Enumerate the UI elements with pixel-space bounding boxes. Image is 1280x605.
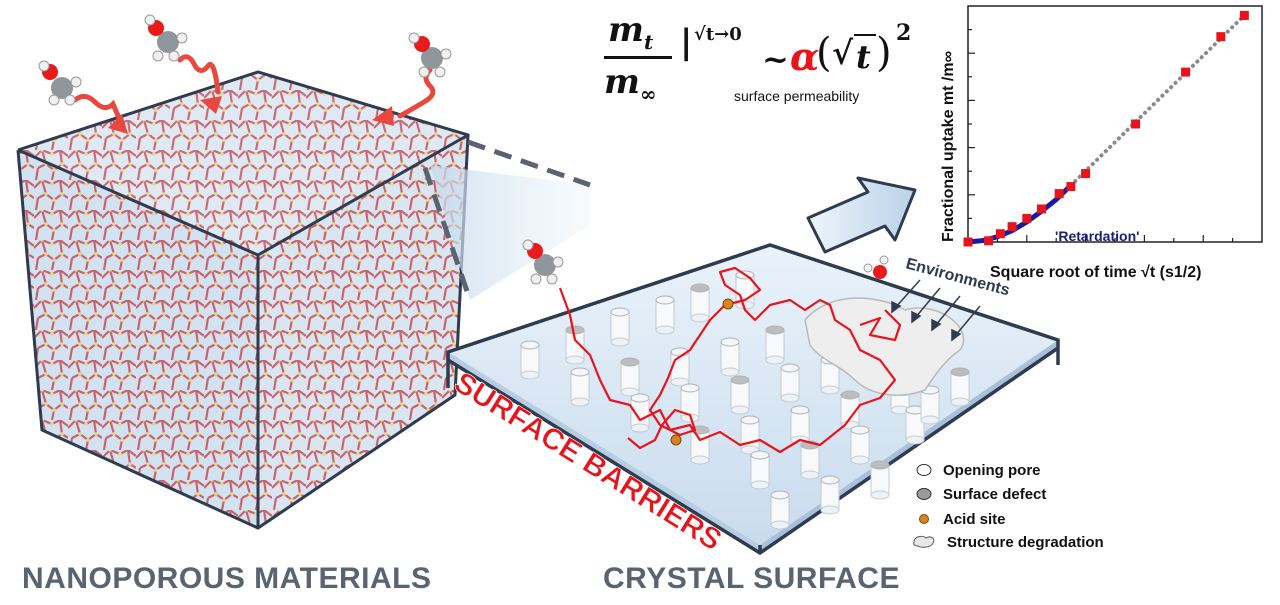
uptake-equation: mt m∞ | √t→0 ~ α ( √ t ) 2 surface perme… [604,10,912,106]
pore-cylinder [850,425,870,465]
pore-cylinder [520,340,540,380]
pore-grid [520,270,970,530]
legend-item: Opening pore [915,459,1041,481]
data-point [1239,10,1249,20]
pore-cylinder [565,325,585,365]
uptake-chart [963,5,1263,247]
pore-cylinder [630,393,650,433]
data-point [1181,67,1191,77]
eq-exponent: 2 [896,20,912,46]
oxygen-molecule-icon [863,255,889,279]
orange-dot-icon [915,512,933,526]
adsorbate-arrows [72,54,436,121]
fit-dotted-line [1068,13,1247,188]
pore-cylinder [905,405,925,445]
pore-cylinder [620,357,640,397]
nanoporous-cube [16,70,470,530]
eq-denominator: m [604,62,640,102]
zoom-beam [422,139,591,301]
pore-cylinder [920,385,940,425]
chart-xlabel: Square root of time √t (s1/2) [990,264,1202,281]
molecule-icon [38,60,82,106]
blob-icon [911,534,937,550]
eq-numerator-sub: t [643,29,654,54]
eq-alpha: α [790,34,820,79]
pore-cylinder [610,307,630,347]
retardation-label: 'Retardation' [1055,228,1140,244]
legend-item: Surface defect [915,483,1046,505]
molecule-icon [408,32,452,78]
pore-cylinder [730,375,750,415]
degradation-blob [804,297,965,396]
pore-cylinder [750,450,770,490]
data-point [1007,222,1017,232]
legend-label: Structure degradation [947,533,1104,551]
data-point [1081,169,1091,179]
legend-label: Opening pore [943,461,1041,479]
pore-cylinder [740,415,760,455]
pore-cylinder [800,440,820,480]
fraction-bar [604,56,672,59]
pore-cylinder [690,283,710,323]
data-point [963,237,973,247]
surface-permeability-label: surface permeability [734,88,860,104]
gray-circle-icon [915,487,933,501]
data-point [1216,32,1226,42]
data-point [1022,213,1032,223]
legend-item: Structure degradation [911,531,1104,553]
data-point [1037,204,1046,214]
molecule-icon [522,239,564,285]
pore-cylinder [870,460,890,500]
pore-cylinder [820,475,840,515]
legend-label: Acid site [943,510,1006,528]
arrow-heads [108,96,394,134]
molecule-icon [144,14,188,62]
chart-ylabel: Fractional uptake mt /m∞ [940,51,957,242]
environment-arrows [891,279,981,342]
pore-cylinder [765,325,785,365]
pore-cylinder [570,367,590,407]
legend-label: Surface defect [943,485,1047,503]
pore-cylinder [770,490,790,530]
legend-item: Acid site [915,508,1006,530]
diffusion-trajectory [558,266,902,454]
eq-numerator: m [608,10,644,50]
data-point [995,229,1005,239]
acid-site [670,434,682,446]
data-point [984,236,994,246]
data-point [1131,119,1141,129]
data-point [1054,189,1064,199]
pore-cylinder [790,405,810,445]
pore-cylinder [840,390,860,430]
title-crystal-surface: CRYSTAL SURFACE [603,562,900,595]
pore-cylinder [655,295,675,335]
title-nanoporous: NANOPOROUS MATERIALS [22,562,432,595]
acid-site [722,298,734,310]
data-point [1066,182,1076,192]
pore-cylinder [950,367,970,407]
pore-cylinder [735,270,755,310]
eq-sqrt-arg: t [856,38,871,76]
eq-tilde: ~ [762,40,789,78]
pore-cylinder [720,337,740,377]
open-circle-icon [915,463,933,477]
pore-cylinder [780,363,800,403]
eq-denominator-sub: ∞ [639,81,657,106]
block-arrow-icon [806,176,917,254]
eq-limit: √t→0 [694,24,742,45]
